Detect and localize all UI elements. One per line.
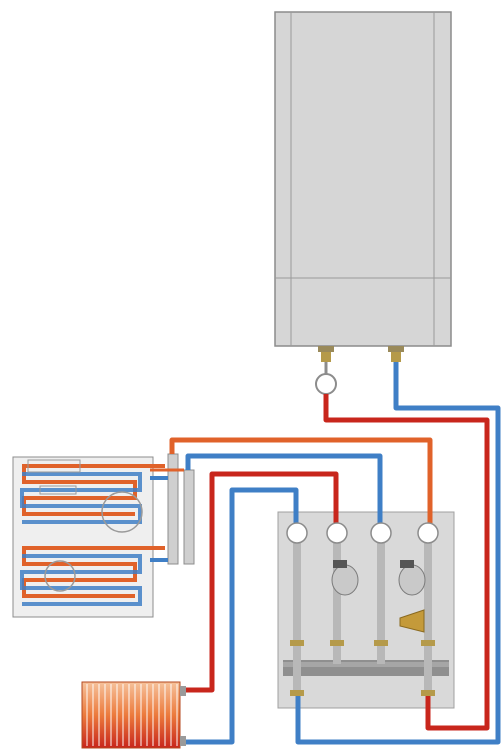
manifold-valves bbox=[286, 522, 439, 696]
wall-boiler-icon bbox=[274, 11, 452, 395]
radiator-return-pipe bbox=[185, 487, 299, 745]
radiator-flow-pipe bbox=[185, 471, 339, 693]
underfloor-flow-pipe bbox=[169, 437, 433, 530]
radiator-icon bbox=[81, 681, 186, 749]
pump-icon bbox=[331, 564, 359, 596]
underfloor-heating-icon bbox=[12, 453, 195, 618]
pump-icon bbox=[398, 564, 426, 596]
boiler-return-pipe bbox=[295, 362, 501, 745]
underfloor-return-pipe bbox=[185, 453, 383, 530]
